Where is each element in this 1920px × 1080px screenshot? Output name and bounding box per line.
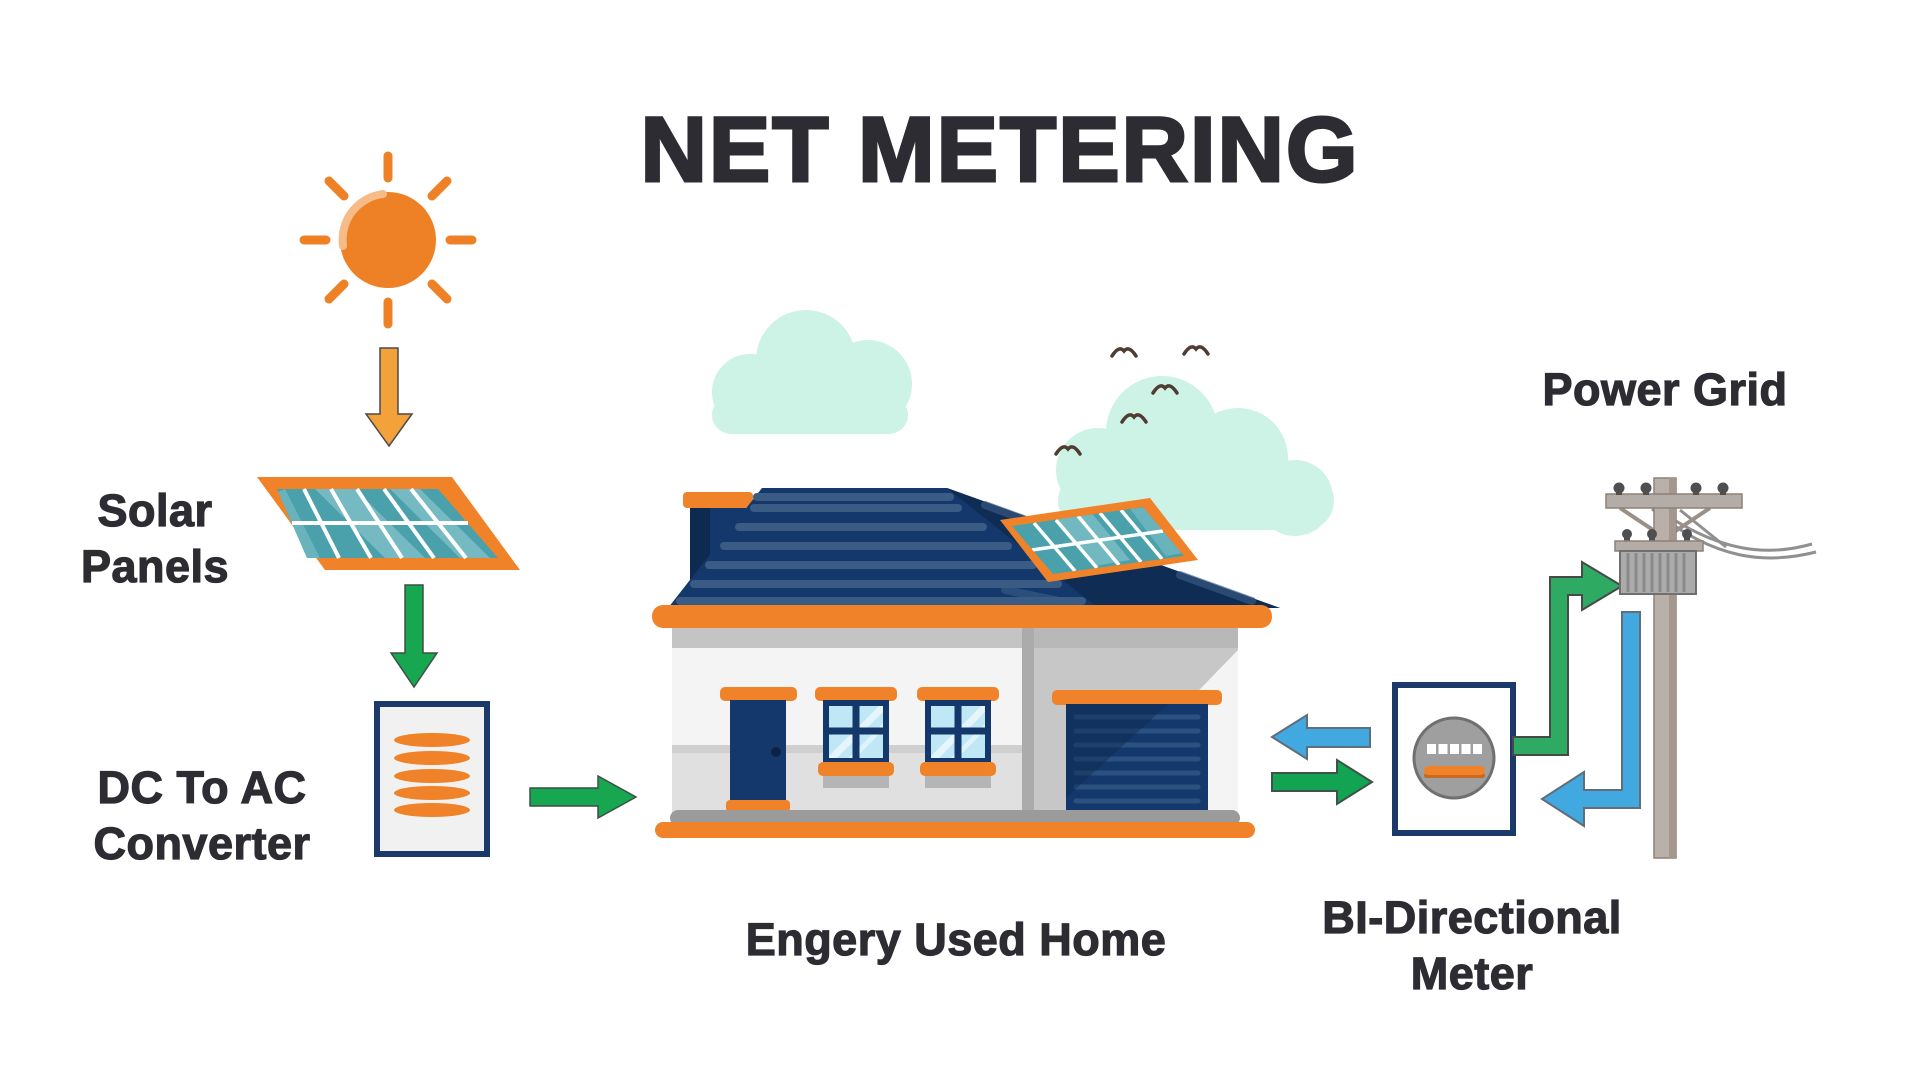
converter-coils xyxy=(394,733,470,817)
panel-to-converter-arrow xyxy=(389,584,439,689)
door-icon xyxy=(720,687,797,812)
roof-eave xyxy=(652,605,1272,628)
converter-to-home-arrow xyxy=(529,774,638,820)
cloud-icon-right xyxy=(1056,376,1334,536)
pole-shade xyxy=(1669,478,1676,858)
grid-to-meter-arrow xyxy=(1540,611,1641,828)
power-grid-label: Power Grid xyxy=(1542,363,1788,415)
sun-icon xyxy=(299,151,477,329)
house-icon xyxy=(652,488,1280,838)
meter-digits xyxy=(1427,744,1482,754)
meter-bar xyxy=(1424,766,1485,775)
meter-to-grid-arrow xyxy=(1512,560,1624,756)
roof xyxy=(652,488,1280,628)
sun-highlight xyxy=(338,190,387,250)
crossarm xyxy=(1605,493,1743,509)
roof-shingle-lines xyxy=(676,493,1086,605)
meter-label-line2: Meter xyxy=(1410,947,1534,999)
meter-label: BI-Directional Meter xyxy=(1312,890,1632,1002)
meter-dial xyxy=(1412,716,1496,800)
garage-door-icon xyxy=(1052,690,1222,818)
sunlight-arrow xyxy=(364,347,414,448)
panel-grid-lines xyxy=(292,487,468,560)
house-foundation xyxy=(655,822,1255,838)
solar-panels-label-line2: Panels xyxy=(80,540,230,592)
meter-label-line1: BI-Directional xyxy=(1322,891,1622,943)
page-title: NET METERING xyxy=(639,99,1360,202)
window-icon xyxy=(815,687,897,788)
converter-label: DC To AC Converter xyxy=(47,760,357,872)
meter-to-home-arrow xyxy=(1270,713,1371,761)
cloud-icon-left xyxy=(712,310,912,434)
sun-rays xyxy=(299,151,477,329)
rooftop-panel-grid xyxy=(1031,508,1164,573)
wall-divider xyxy=(1022,622,1034,818)
transformer-mount xyxy=(1614,540,1704,552)
transformer-icon xyxy=(1619,550,1697,595)
bidirectional-meter-icon xyxy=(1392,682,1516,836)
power-pole-icon xyxy=(1605,477,1817,859)
rooftop-solar-panel-icon xyxy=(1000,498,1198,582)
solar-panels-label-line1: Solar xyxy=(97,484,213,536)
sun-disc xyxy=(340,192,436,288)
birds-icon xyxy=(1054,345,1210,456)
home-to-meter-arrow xyxy=(1271,758,1374,806)
crossarm-braces xyxy=(1618,506,1712,534)
home-label: Engery Used Home xyxy=(745,913,1167,965)
window-icon xyxy=(917,687,999,788)
insulators xyxy=(1613,482,1729,541)
dc-ac-converter-icon xyxy=(374,701,490,857)
converter-label-line1: DC To AC xyxy=(97,761,307,813)
converter-label-line2: Converter xyxy=(93,817,311,869)
solar-panels-label: Solar Panels xyxy=(5,483,305,595)
